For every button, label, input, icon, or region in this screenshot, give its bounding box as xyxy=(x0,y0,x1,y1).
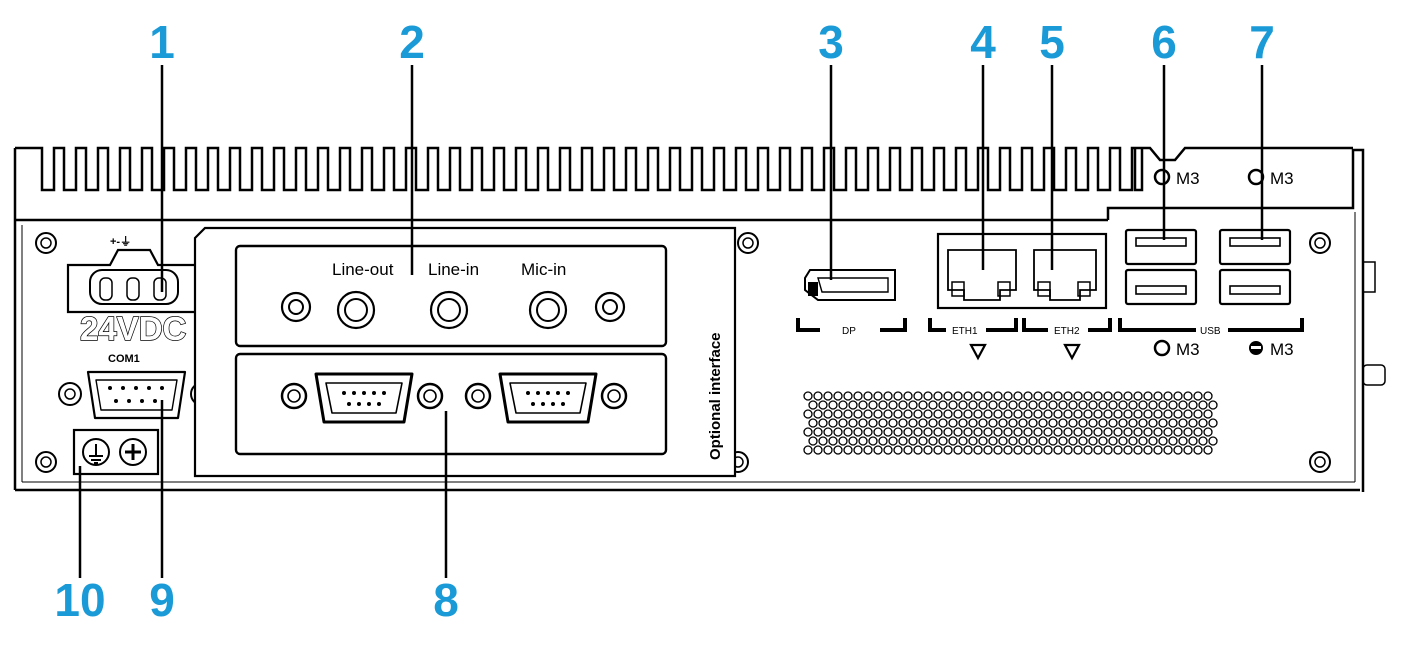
screw xyxy=(35,451,57,473)
audio-jack xyxy=(280,291,312,323)
audio-jack xyxy=(528,290,568,330)
optional-interface-label: Optional interface xyxy=(707,332,724,460)
usb-port xyxy=(1218,228,1292,266)
eth2-label: ETH2 xyxy=(1054,326,1080,337)
displayport: DP xyxy=(796,269,907,337)
m3-label-top-left: M3 xyxy=(1176,169,1200,188)
dp-label: DP xyxy=(842,326,856,337)
usb-port xyxy=(1124,228,1198,266)
callout-number: 7 xyxy=(1249,16,1275,68)
callout-number: 3 xyxy=(818,16,844,68)
callout-number: 10 xyxy=(54,574,105,626)
m3-label-usb-left: M3 xyxy=(1176,340,1200,359)
db9-port xyxy=(314,372,414,424)
line-in-label: Line-in xyxy=(428,260,479,279)
audio-jack xyxy=(594,291,626,323)
screw xyxy=(35,232,57,254)
power-voltage-label: 24VDC xyxy=(80,310,186,347)
callout-number: 8 xyxy=(433,574,459,626)
audio-jack xyxy=(429,290,469,330)
m3-label-usb-right: M3 xyxy=(1270,340,1294,359)
callout-number: 6 xyxy=(1151,16,1177,68)
usb-label: USB xyxy=(1200,326,1221,337)
eth1-label: ETH1 xyxy=(952,326,978,337)
callout-number: 2 xyxy=(399,16,425,68)
heatsink-fins xyxy=(15,146,1353,192)
audio-jacks: Line-out Line-in Mic-in xyxy=(280,260,626,330)
top-m3-marks: M3 M3 xyxy=(1153,168,1294,188)
screw xyxy=(1309,232,1331,254)
callout-number: 5 xyxy=(1039,16,1065,68)
callout-number: 1 xyxy=(149,16,175,68)
screw xyxy=(1309,451,1331,473)
mic-in-label: Mic-in xyxy=(521,260,566,279)
ventilation-grille xyxy=(803,391,1218,455)
screw xyxy=(737,232,759,254)
com1-label: COM1 xyxy=(108,353,140,365)
line-out-label: Line-out xyxy=(332,260,394,279)
ground-terminal xyxy=(72,428,160,476)
rj45-port xyxy=(947,249,1017,301)
audio-jack xyxy=(336,290,376,330)
chassis xyxy=(13,148,1386,492)
power-polarity-label: +-⏚ xyxy=(110,235,131,248)
power-connector: +-⏚ 24VDC xyxy=(66,235,199,348)
com1-port: COM1 xyxy=(58,353,214,420)
rj45-port xyxy=(1033,249,1097,301)
m3-label-top-right: M3 xyxy=(1270,169,1294,188)
callout-number: 4 xyxy=(970,16,996,68)
usb-ports: USB M3 M3 xyxy=(1118,228,1304,359)
dual-serial-ports xyxy=(280,372,628,424)
callout-number: 9 xyxy=(149,574,175,626)
ethernet-ports: ETH1 ETH2 xyxy=(928,232,1112,361)
db9-port xyxy=(498,372,598,424)
